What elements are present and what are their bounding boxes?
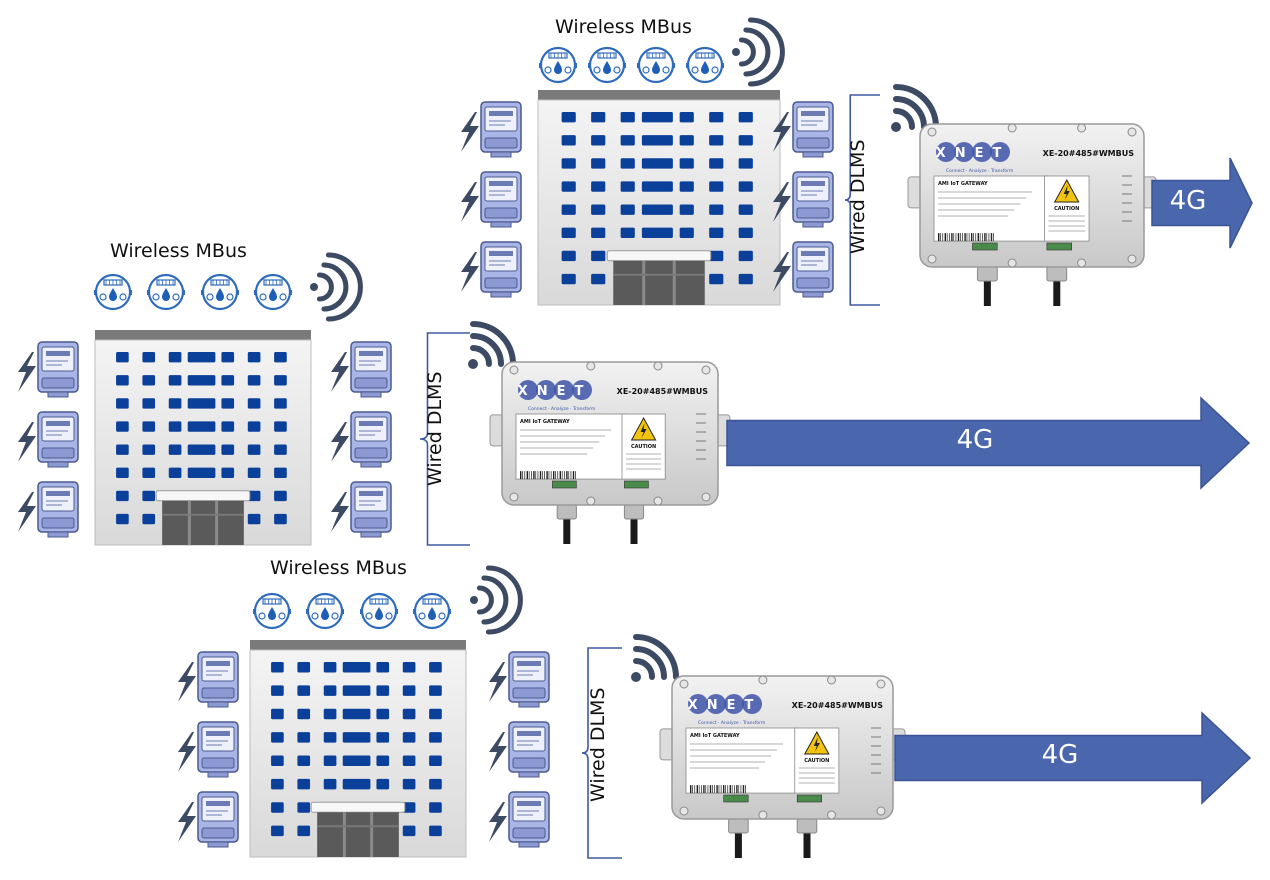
gateway-device: XNET Connect · Analyze · Transform XE-20#4… (907, 123, 1157, 306)
electric-meter-icon (178, 651, 239, 708)
gateway-device: XNET Connect · Analyze · Transform XE-20#4… (489, 361, 731, 544)
wired-bracket (581, 647, 622, 859)
water-meter-icon (147, 273, 186, 311)
electric-meter-icon (773, 241, 834, 298)
uplink-label: 4G (1041, 740, 1079, 770)
gateway-brand: XNET (688, 698, 763, 713)
water-meter-icon (94, 273, 132, 311)
water-meter-icon (637, 46, 676, 84)
wireless-mbus-label: Wireless MBus (270, 557, 407, 579)
electric-meter-icon (489, 651, 550, 708)
water-meter-icon (359, 592, 398, 630)
wireless-mbus-label: Wireless MBus (555, 16, 692, 38)
building-icon (249, 640, 467, 858)
gateway-model: XE-20#485#WMBUS (617, 387, 709, 396)
electric-meter-icon (18, 411, 79, 468)
gateway-wireless-icon (631, 634, 679, 682)
electric-meter-icon (178, 791, 239, 848)
gateway-brand: XNET (518, 384, 593, 399)
gateway-tagline: Connect · Analyze · Transform (698, 720, 765, 726)
building-icon (94, 330, 312, 546)
electric-meter-icon (18, 481, 79, 538)
electric-meter-icon (489, 721, 550, 778)
electric-meter-icon (331, 341, 392, 398)
wireless-mbus-label: Wireless MBus (110, 240, 247, 262)
gateway-model: XE-20#485#WMBUS (792, 701, 884, 710)
water-meter-icon (686, 46, 725, 84)
gateway-tagline: Connect · Analyze · Transform (946, 168, 1013, 174)
electric-meter-icon (461, 171, 522, 228)
gateway-sticker-title: AMI IoT GATEWAY (520, 419, 570, 425)
gateway-wireless-icon (891, 84, 939, 132)
uplink-label: 4G (1169, 186, 1207, 216)
building-icon (537, 90, 781, 306)
uplink-arrow (894, 711, 1252, 805)
wired-dlms-label: Wired DLMS (587, 687, 609, 802)
uplink-arrow (726, 396, 1251, 490)
water-meter-icon (413, 592, 452, 630)
gateway-sticker-title: AMI IoT GATEWAY (938, 181, 988, 187)
electric-meter-icon (331, 411, 392, 468)
water-meter-icon (200, 273, 239, 311)
wired-dlms-label: Wired DLMS (424, 371, 446, 486)
electric-meter-icon (489, 791, 550, 848)
water-meter-icon (306, 592, 345, 630)
gateway-caution: CAUTION (804, 758, 829, 764)
electric-meter-icon (461, 241, 522, 298)
gateway-model: XE-20#485#WMBUS (1043, 149, 1135, 158)
electric-meter-icon (18, 341, 79, 398)
wired-dlms-label: Wired DLMS (847, 139, 869, 254)
gateway-caution: CAUTION (631, 444, 656, 450)
gateway-wireless-icon (468, 321, 516, 369)
gateway-sticker-title: AMI IoT GATEWAY (690, 733, 740, 739)
wireless-signal-icon (470, 565, 523, 635)
wired-bracket (844, 94, 880, 306)
electric-meter-icon (461, 101, 522, 158)
water-meter-icon (539, 46, 577, 84)
electric-meter-icon (331, 481, 392, 538)
wireless-signal-icon (310, 252, 363, 322)
electric-meter-icon (773, 101, 834, 158)
uplink-label: 4G (956, 425, 994, 455)
gateway-tagline: Connect · Analyze · Transform (528, 406, 595, 412)
gateway-brand: XNET (936, 146, 1011, 161)
electric-meter-icon (178, 721, 239, 778)
water-meter-icon (254, 273, 293, 311)
wired-bracket (419, 332, 470, 546)
electric-meter-icon (773, 171, 834, 228)
water-meter-icon (588, 46, 626, 84)
gateway-device: XNET Connect · Analyze · Transform XE-20#4… (659, 675, 906, 858)
water-meter-icon (253, 592, 291, 630)
gateway-caution: CAUTION (1054, 206, 1079, 212)
uplink-arrow (1151, 157, 1253, 249)
wireless-signal-icon (732, 17, 785, 87)
